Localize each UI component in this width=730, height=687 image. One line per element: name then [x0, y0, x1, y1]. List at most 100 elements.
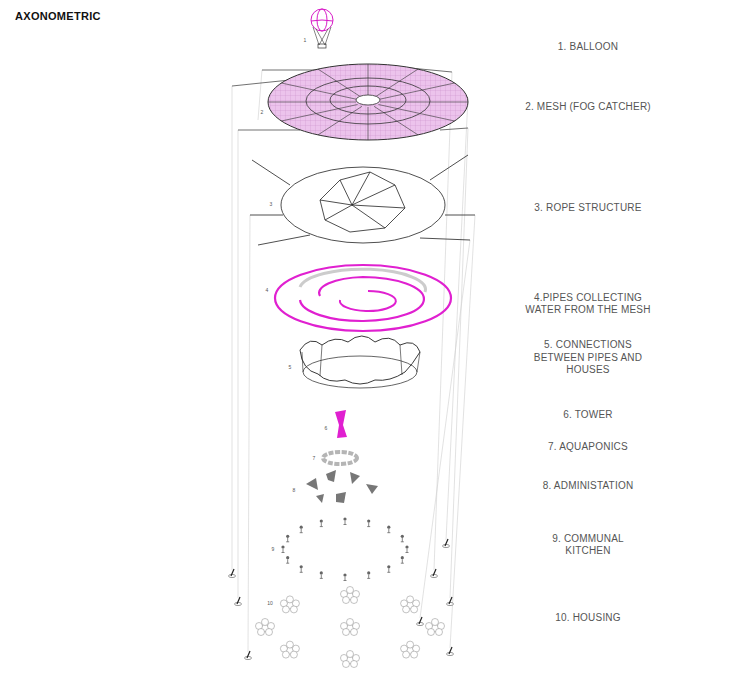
water-pipes [300, 277, 424, 321]
callout-number: 10 [267, 600, 273, 606]
water-pipes [275, 265, 451, 331]
housing [341, 651, 360, 668]
ground-poles [229, 539, 454, 660]
housing [426, 619, 445, 636]
water-pipes [340, 291, 396, 311]
fog-catcher-mesh [232, 64, 468, 140]
communal-kitchen [401, 535, 404, 542]
balloon [318, 44, 326, 48]
communal-kitchen [367, 571, 370, 578]
callout-number: 8 [293, 487, 296, 493]
ground-poles [235, 597, 242, 606]
aquaponics [323, 452, 357, 464]
communal-kitchen [281, 517, 408, 580]
callout-number: 9 [272, 546, 275, 552]
aquaponics [323, 452, 357, 464]
communal-kitchen [320, 520, 323, 527]
callout-number: 3 [270, 201, 273, 207]
administration [336, 492, 346, 503]
housing [341, 587, 360, 604]
administration [306, 470, 378, 503]
water-pipes [275, 265, 451, 331]
communal-kitchen [286, 535, 289, 542]
communal-kitchen [300, 526, 303, 533]
communal-kitchen [281, 545, 284, 552]
water-pipes [300, 269, 425, 292]
support-lines [450, 128, 468, 598]
pipe-house-connections [302, 345, 420, 376]
housing [341, 619, 360, 636]
balloon [313, 27, 331, 45]
communal-kitchen [367, 520, 370, 527]
callout-number: 1 [304, 37, 307, 43]
communal-kitchen [387, 565, 390, 572]
part-label: 7. AQUAPONICS [548, 441, 628, 454]
support-lines [232, 70, 475, 652]
callout-number: 6 [325, 425, 328, 431]
support-lines [446, 98, 468, 540]
administration [350, 472, 360, 484]
rope-structure [320, 172, 405, 232]
ground-poles [417, 617, 424, 626]
communal-kitchen [387, 526, 390, 533]
communal-kitchen [401, 556, 404, 563]
balloon [311, 9, 333, 48]
part-label: 9. COMMUNAL KITCHEN [544, 533, 632, 558]
part-label: 4.PIPES COLLECTING WATER FROM THE MESH [518, 292, 658, 317]
ground-poles [229, 569, 236, 578]
ground-poles [431, 569, 438, 578]
communal-kitchen [286, 556, 289, 563]
fog-catcher-mesh [268, 64, 468, 140]
housing [401, 596, 420, 613]
support-lines [434, 72, 452, 570]
administration [316, 494, 324, 503]
ground-poles [447, 647, 454, 656]
part-label: 1. BALLOON [558, 41, 618, 54]
part-label: 2. MESH (FOG CATCHER) [525, 101, 651, 114]
support-lines [420, 240, 470, 618]
balloon [311, 20, 333, 21]
part-label: 8. ADMINISTATION [543, 480, 634, 493]
support-lines [232, 86, 233, 570]
diagram-title: AXONOMETRIC [15, 10, 101, 22]
support-lines [248, 215, 250, 652]
administration [326, 470, 336, 482]
housing [280, 596, 299, 613]
part-label: 3. ROPE STRUCTURE [534, 202, 641, 215]
rope-structure [250, 155, 475, 245]
part-label: 5. CONNECTIONS BETWEEN PIPES AND HOUSES [527, 339, 649, 377]
rope-structure [320, 172, 405, 228]
fog-catcher-mesh [268, 64, 468, 140]
balloon [311, 9, 333, 31]
tower [335, 410, 347, 438]
callout-number: 4 [266, 287, 269, 293]
housing [256, 619, 275, 636]
ground-poles [443, 539, 450, 548]
communal-kitchen [320, 571, 323, 578]
ground-poles [447, 597, 454, 606]
ground-poles [245, 651, 252, 660]
callout-number: 5 [289, 364, 292, 370]
support-lines [238, 130, 239, 598]
communal-kitchen [343, 517, 346, 524]
communal-kitchen [405, 545, 408, 552]
part-label: 10. HOUSING [555, 612, 621, 625]
callout-number: 7 [313, 455, 316, 461]
callout-number: 2 [261, 109, 264, 115]
part-label: 6. TOWER [563, 409, 613, 422]
housing [256, 587, 445, 668]
tower [335, 410, 347, 438]
communal-kitchen [343, 573, 346, 580]
pipe-house-connections [300, 336, 420, 384]
rope-structure [281, 167, 445, 243]
pipe-house-connections [300, 336, 420, 388]
communal-kitchen [300, 565, 303, 572]
support-lines [450, 215, 475, 648]
administration [366, 484, 378, 494]
housing [280, 641, 299, 658]
rope-structure [250, 155, 475, 245]
housing [401, 641, 420, 658]
fog-catcher-mesh [356, 95, 380, 105]
administration [306, 478, 318, 490]
